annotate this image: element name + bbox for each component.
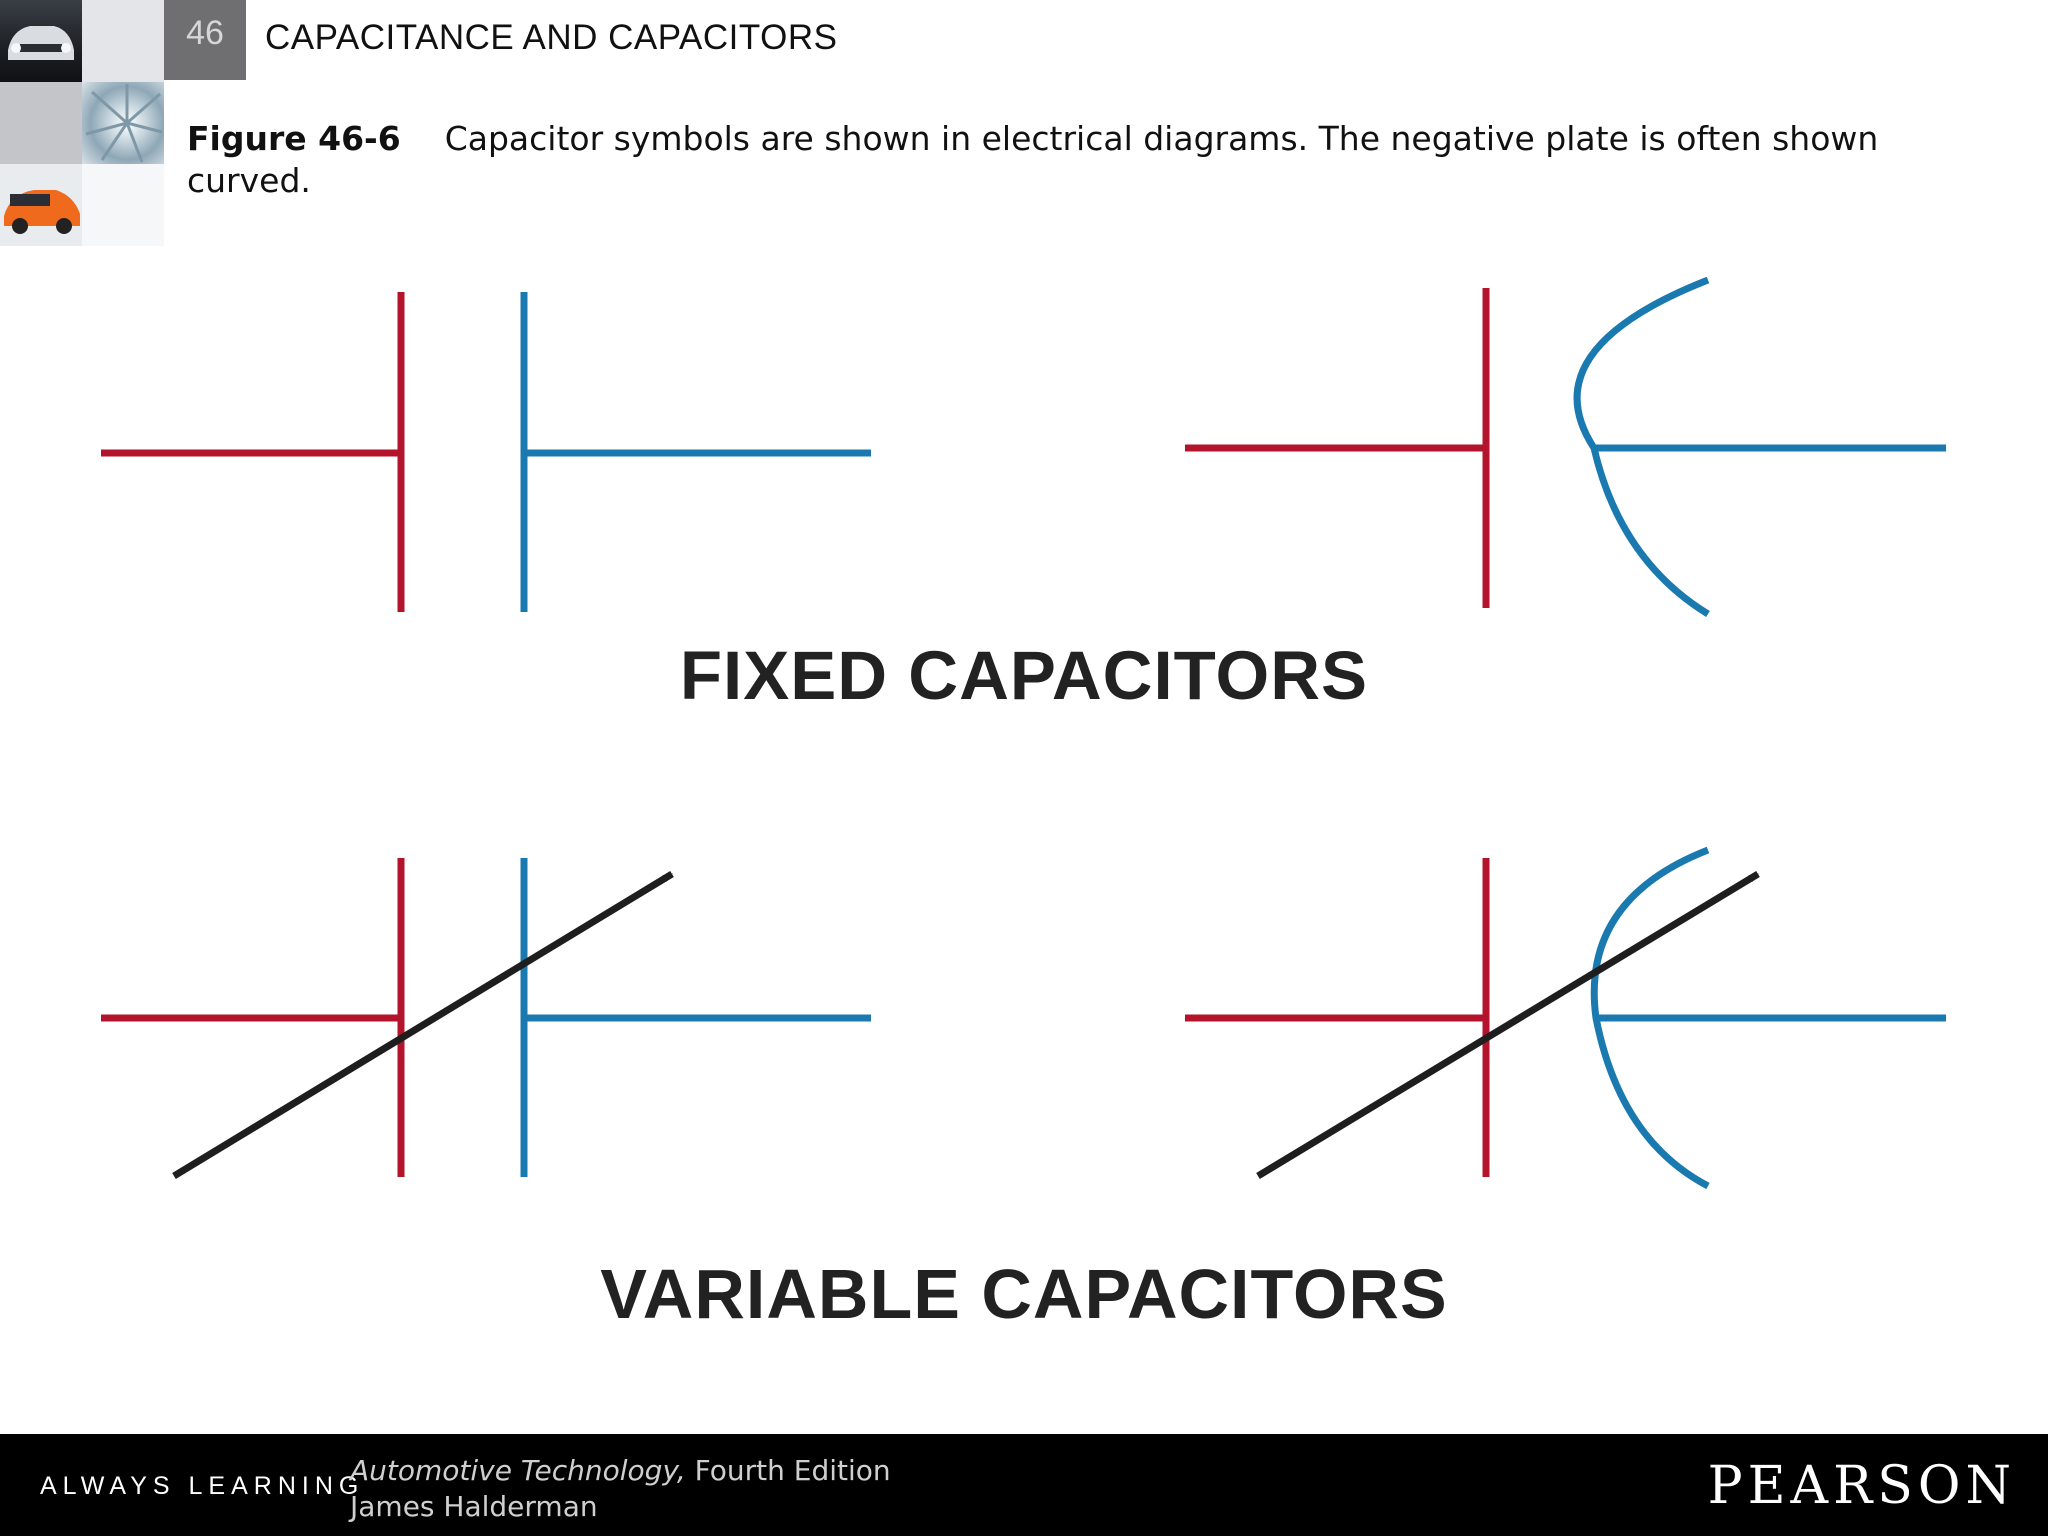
fixed-capacitors-label: FIXED CAPACITORS <box>679 637 1369 714</box>
capacitor-symbols-diagram <box>101 276 1946 1190</box>
fixed-capacitor-straight-symbol <box>101 292 871 612</box>
chapter-number-box <box>164 0 246 80</box>
orange-car-thumbnail-image <box>0 164 82 246</box>
chapter-number: 46 <box>186 14 224 52</box>
publisher-logo: PEARSON <box>1707 1456 2016 1516</box>
book-edition: Fourth Edition <box>694 1454 891 1487</box>
gray-tile <box>0 82 82 164</box>
footer-tagline: ALWAYS LEARNING <box>40 1472 365 1500</box>
variable-capacitor-curved-symbol <box>1185 846 1946 1190</box>
book-title-text: Automotive Technology, <box>350 1454 686 1487</box>
variable-capacitor-straight-symbol <box>101 858 871 1179</box>
figure-label: Figure 46-6 <box>187 119 401 158</box>
light-tile <box>82 164 164 246</box>
caption-text: Capacitor symbols are shown in electrica… <box>187 119 1879 200</box>
variable-capacitors-label: VARIABLE CAPACITORS <box>600 1255 1448 1333</box>
variable-arrow <box>172 871 674 1179</box>
car-thumbnail-image <box>0 0 82 82</box>
curved-negative-plate <box>1590 846 1710 1190</box>
footer-bar: ALWAYS LEARNING Automotive Technology, F… <box>0 1434 2048 1536</box>
variable-arrow <box>1256 871 1760 1179</box>
turbine-thumbnail-image <box>82 82 164 164</box>
fixed-capacitor-curved-symbol <box>1185 276 1946 617</box>
gray-tile <box>82 0 164 82</box>
chapter-title: CAPACITANCE AND CAPACITORS <box>265 18 838 57</box>
curved-negative-plate <box>1573 276 1710 617</box>
book-author: James Halderman <box>350 1490 598 1523</box>
book-title: Automotive Technology, Fourth Edition <box>350 1454 891 1487</box>
